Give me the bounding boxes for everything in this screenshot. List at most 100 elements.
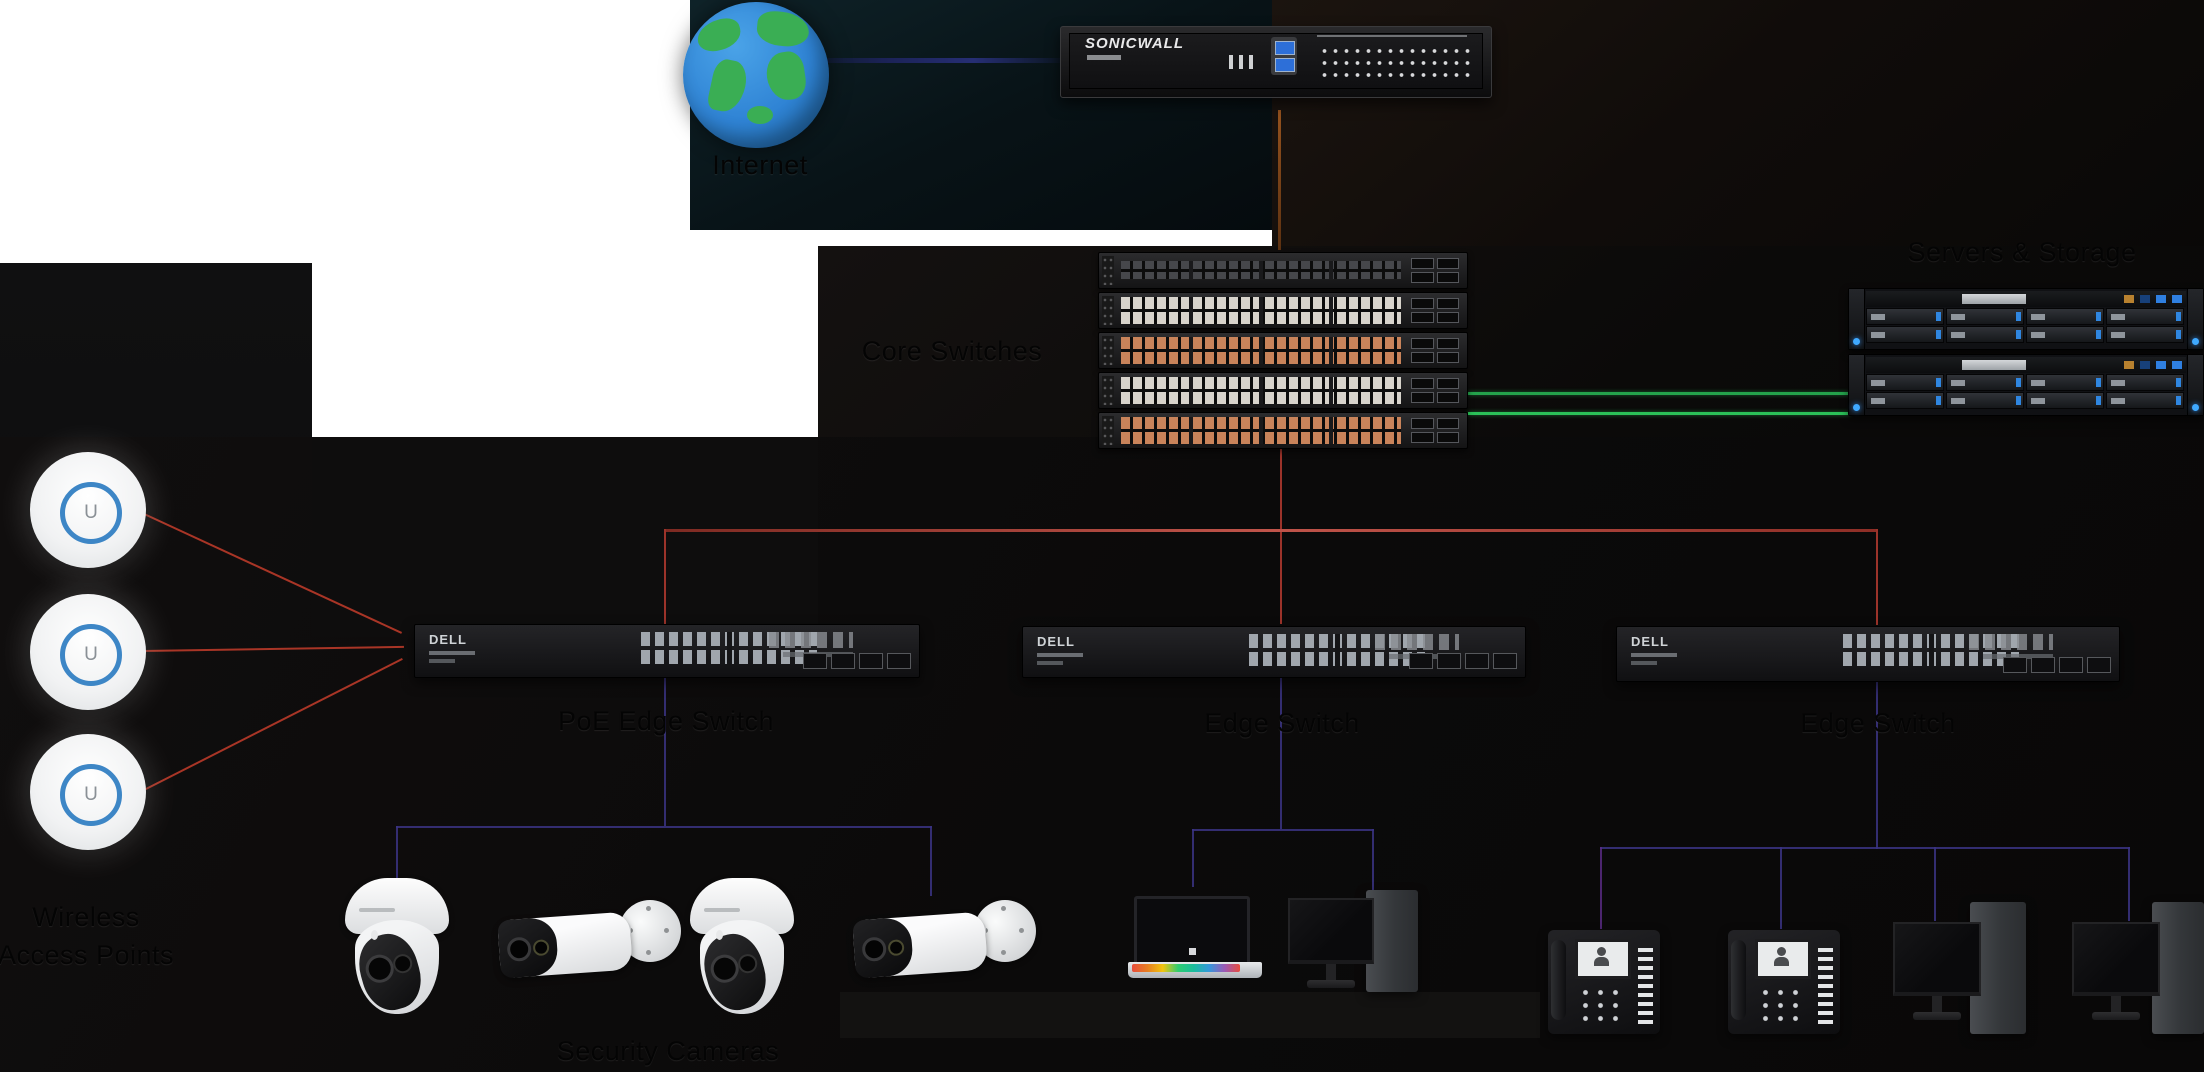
core-switch-unit-4: [1098, 372, 1468, 409]
monitor-stand: [1932, 996, 1942, 1012]
link-phone2-drop: [1780, 847, 1782, 929]
desktop-monitor-1: [1288, 898, 1374, 988]
core-switch-stack: [1098, 252, 1468, 449]
ubiquiti-logo-icon: U: [60, 764, 122, 826]
switch-led-strip: [1102, 336, 1114, 365]
server-unit-1: [1848, 288, 2204, 350]
switch-ports: [1121, 337, 1401, 364]
uplink-ports: [1411, 338, 1459, 363]
camera-lens-face: [497, 916, 560, 979]
core-switch-unit-3: [1098, 332, 1468, 369]
switch-ports: [1121, 297, 1401, 324]
access-point-2: U: [30, 594, 146, 710]
server-rail: [2187, 289, 2203, 349]
drive-caddy: [2026, 308, 2104, 325]
link-internet-firewall: [806, 58, 1064, 63]
switch-model-mark: [429, 651, 475, 655]
link-phone-bus: [1600, 847, 2130, 849]
sfp-ports: [2003, 657, 2111, 673]
access-point-3: U: [30, 734, 146, 850]
trunk-horizontal: [664, 529, 1878, 532]
monitor-screen: [2072, 922, 2160, 996]
core-switch-unit-2: [1098, 292, 1468, 329]
monitor-screen: [1288, 898, 1374, 964]
poe-edge-switch-label: PoE Edge Switch: [557, 706, 775, 736]
camera-led: [716, 930, 723, 940]
server-rack: [1848, 288, 2204, 416]
desktop-tower-3: [2152, 902, 2204, 1034]
switch-model-mark: [1037, 653, 1083, 657]
switch-port-map: [1969, 634, 2053, 650]
switch-model-mark: [429, 659, 455, 663]
drive-caddy: [1946, 308, 2024, 325]
switch-port-map: [769, 632, 853, 648]
caller-avatar-icon: [1594, 947, 1609, 966]
switch-led-strip: [1102, 416, 1114, 445]
drive-caddy: [2106, 326, 2184, 343]
server-rail: [1849, 289, 1865, 349]
uplink-ports: [1411, 418, 1459, 443]
core-switches-label: Core Switches: [861, 336, 1043, 366]
phone-handset: [1731, 940, 1746, 1020]
drive-caddy: [1946, 326, 2024, 343]
firewall-status-leds: [1229, 55, 1255, 69]
camera-bullet-2: [850, 898, 1040, 998]
laptop-keyboard: [1128, 962, 1262, 978]
link-desktop-drop: [1372, 829, 1374, 903]
link-laptop-drop: [1192, 829, 1194, 887]
poe-edge-switch-device: DELL: [414, 624, 920, 678]
link-camera-bus: [396, 826, 932, 828]
link-monitor3-drop: [1934, 847, 1936, 921]
switch-led-strip: [1102, 376, 1114, 405]
drive-caddy: [2026, 392, 2104, 409]
server-rail: [1849, 355, 1865, 415]
switch-model-mark: [1037, 661, 1063, 665]
switch-port-map: [1375, 634, 1459, 650]
desktop-tower-1: [1366, 890, 1418, 992]
camera-turret-1: [345, 878, 449, 1028]
server-top-panel: [1866, 291, 2186, 307]
link-workstation-bus: [1192, 829, 1374, 831]
background-step-block: [312, 437, 818, 637]
camera-body: [852, 911, 988, 979]
edge-switch-3-device: DELL: [1616, 626, 2120, 682]
switch-model-mark: [1631, 653, 1677, 657]
monitor-base: [2092, 1012, 2140, 1020]
dell-logo: DELL: [1631, 634, 1669, 649]
link-phone1-drop: [1600, 847, 1602, 929]
phone-screen: [1575, 939, 1631, 979]
switch-ports: [1121, 261, 1401, 279]
usb-ports-icon: [1271, 37, 1297, 75]
sfp-ports: [1409, 653, 1517, 669]
servers-storage-label: Servers & Storage: [1907, 237, 2137, 267]
link-core-servers-1: [1468, 392, 1850, 395]
phone-keypad: [1755, 984, 1801, 1026]
server-logo-plate: [1962, 294, 2026, 304]
link-poe-down: [664, 678, 666, 826]
wireless-label-line2: Access Points: [0, 940, 175, 970]
drive-bay-row: [1866, 374, 2186, 391]
ip-phone-1: [1548, 930, 1660, 1034]
ip-phone-2: [1728, 930, 1840, 1034]
drive-caddy: [2026, 374, 2104, 391]
edge-switch-2-device: DELL: [1022, 626, 1526, 678]
link-firewall-core: [1278, 110, 1281, 250]
uplink-ports: [1411, 258, 1459, 283]
server-leds: [2172, 361, 2182, 369]
switch-led-strip: [1102, 296, 1114, 325]
camera-body: [497, 911, 633, 979]
globe-continent: [705, 57, 751, 115]
edge-switch-2-label: Edge Switch: [1204, 708, 1360, 738]
laptop-screen: [1134, 896, 1250, 966]
laptop-device: [1128, 896, 1262, 982]
camera-bullet-1: [495, 898, 685, 998]
drive-caddy: [2026, 326, 2104, 343]
drive-caddy: [2106, 374, 2184, 391]
core-switch-unit-5: [1098, 412, 1468, 449]
drive-caddy: [1866, 326, 1944, 343]
ubiquiti-logo-icon: U: [60, 624, 122, 686]
trunk-drop-left: [664, 529, 666, 625]
dell-logo: DELL: [429, 632, 467, 647]
monitor-stand: [1326, 964, 1336, 980]
firewall-device: SONICWALL: [1060, 26, 1492, 98]
